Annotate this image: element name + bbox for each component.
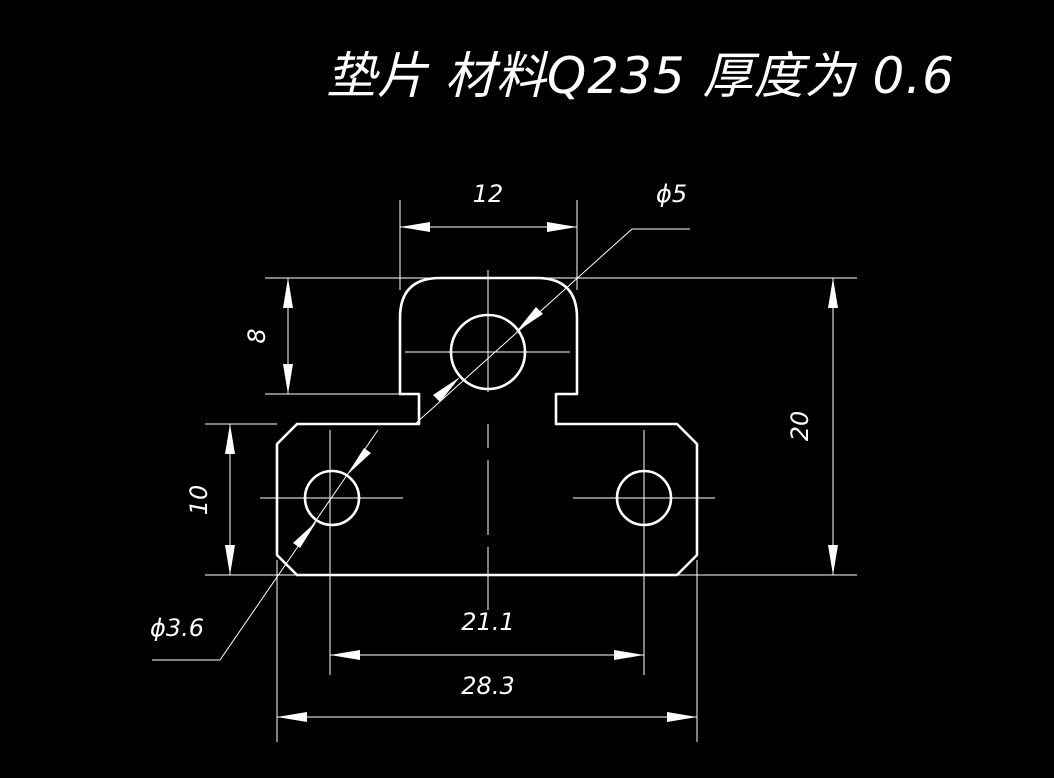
extension-lines <box>205 200 857 742</box>
dim-big-hole: ϕ5 <box>414 180 690 425</box>
dim-label-top-width: 12 <box>473 180 504 208</box>
dim-label-head-height: 8 <box>243 328 271 343</box>
dim-top-width: 12 <box>400 180 577 232</box>
dim-overall-height: 20 <box>786 278 838 575</box>
dim-label-small-hole: ϕ3.6 <box>150 614 204 642</box>
dim-base-height: 10 <box>185 424 235 575</box>
part-outline <box>275 276 699 577</box>
drawing-title: 垫片 材料Q235 厚度为 0.6 <box>326 47 955 105</box>
dim-label-overall-height: 20 <box>786 411 814 442</box>
dim-hole-spacing: 21.1 <box>330 608 644 660</box>
dim-label-base-height: 10 <box>185 485 213 516</box>
dim-head-height: 8 <box>243 278 293 394</box>
dim-label-big-hole: ϕ5 <box>656 180 687 208</box>
center-lines <box>260 270 715 610</box>
dim-small-hole: ϕ3.6 <box>150 429 379 661</box>
dim-label-overall-width: 28.3 <box>461 672 514 700</box>
dim-label-hole-spacing: 21.1 <box>461 608 514 636</box>
dim-overall-width: 28.3 <box>277 672 697 722</box>
